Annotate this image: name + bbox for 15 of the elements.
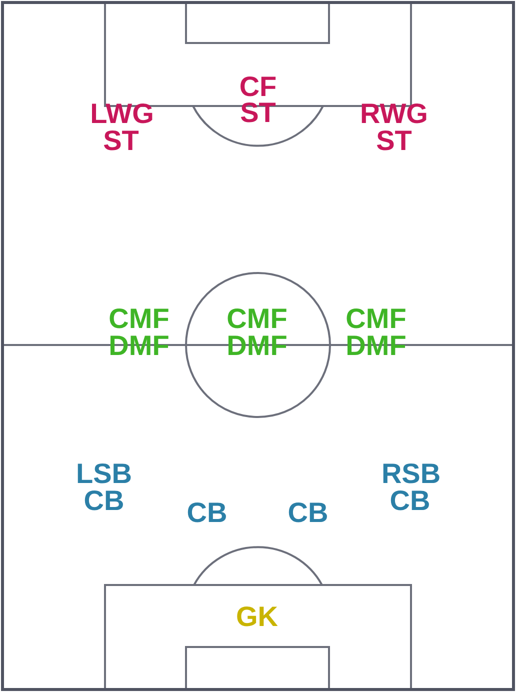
position-label: CMF <box>346 305 406 333</box>
position-label: CB <box>84 487 124 515</box>
position-label: CB <box>186 499 228 527</box>
position-label: CMF <box>108 305 170 333</box>
position-label: CB <box>288 499 328 527</box>
position-label: CMF <box>226 305 288 333</box>
position-label: RSB <box>381 460 441 488</box>
position-label: CF <box>239 73 277 101</box>
position-label: RWG <box>360 100 428 128</box>
position-label: ST <box>376 127 412 155</box>
position-label: LWG <box>90 100 154 128</box>
position-label: CB <box>390 487 430 515</box>
position-label: ST <box>103 127 139 155</box>
position-label: LSB <box>76 460 132 488</box>
position-label: GK <box>236 603 278 631</box>
